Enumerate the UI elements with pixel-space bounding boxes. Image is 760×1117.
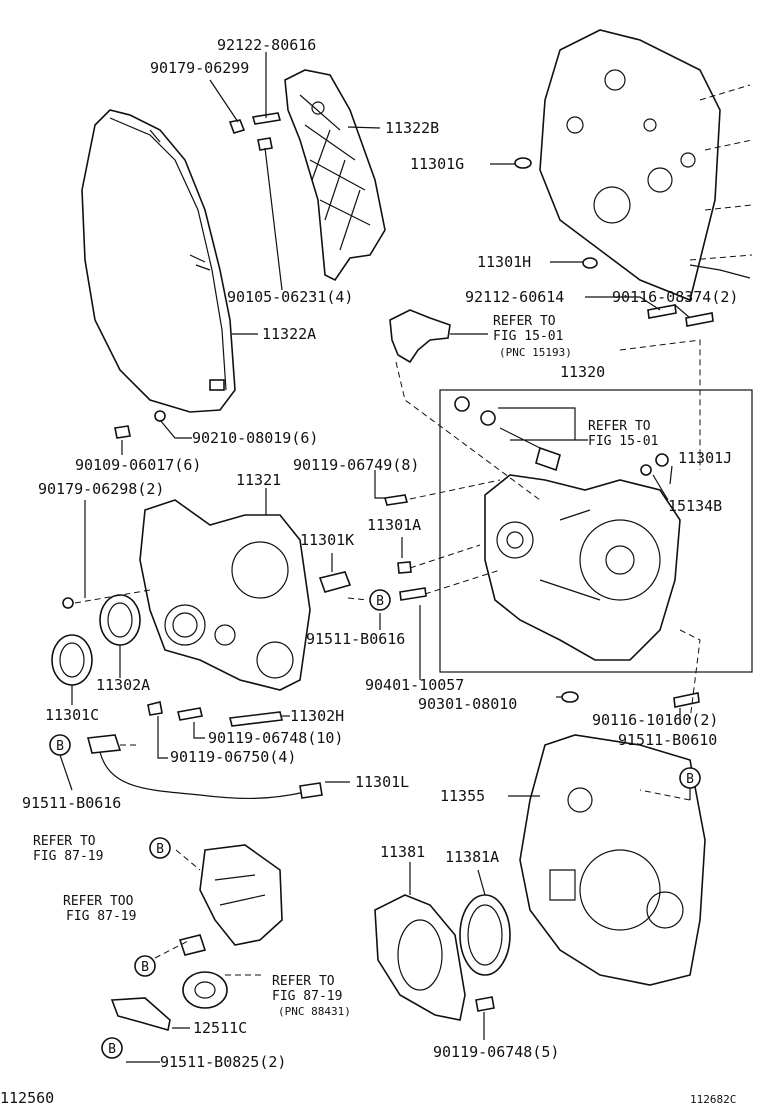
- circle-b-marker: B: [134, 955, 156, 977]
- front-case-11321: [139, 499, 311, 691]
- label-11301A: 11301A: [367, 516, 421, 534]
- svg-text:B: B: [376, 594, 384, 609]
- label-refer-15-01-b-line1: REFER TO: [588, 419, 651, 434]
- label-90105-06231: 90105-06231(4): [227, 288, 353, 306]
- circle-b-marker: B: [369, 589, 391, 611]
- circle-b-marker: B: [49, 734, 71, 756]
- label-refer-15-01-a-line2: FIG 15-01: [493, 329, 563, 344]
- label-refer-15-01-a-line3: (PNC 15193): [499, 346, 572, 359]
- label-91511-B0825: 91511-B0825(2): [160, 1053, 286, 1071]
- label-91511-B0610: 91511-B0610: [618, 731, 717, 749]
- label-11320: 11320: [560, 363, 605, 381]
- label-11302A: 11302A: [96, 676, 150, 694]
- label-refer-87-19-b-line2: FIG 87-19: [66, 909, 136, 924]
- label-11301L: 11301L: [355, 773, 409, 791]
- label-90210-08019: 90210-08019(6): [192, 429, 318, 447]
- label-11321: 11321: [236, 471, 281, 489]
- label-90401-10057: 90401-10057: [365, 676, 464, 694]
- oil-pump-group-11320: [439, 389, 753, 673]
- label-90119-06748-10: 90119-06748(10): [208, 729, 343, 747]
- svg-text:B: B: [686, 772, 694, 787]
- circle-markers: B B B B B B: [49, 589, 701, 1059]
- end-plate-11355: [519, 734, 706, 986]
- label-11301G: 11301G: [410, 155, 464, 173]
- leader-lines: [59, 52, 691, 1063]
- label-11355: 11355: [440, 787, 485, 805]
- label-refer-87-19-c-line3: (PNC 88431): [278, 1005, 351, 1018]
- label-11301C: 11301C: [45, 706, 99, 724]
- label-90119-06748-5: 90119-06748(5): [433, 1043, 559, 1061]
- label-refer-87-19-c-line2: FIG 87-19: [272, 989, 342, 1004]
- label-90179-06298: 90179-06298(2): [38, 480, 164, 498]
- engine-block-drawing: [539, 29, 753, 302]
- circle-b-marker: B: [101, 1037, 123, 1059]
- circle-b-marker: B: [679, 767, 701, 789]
- svg-text:B: B: [108, 1042, 116, 1057]
- label-12511C: 12511C: [193, 1019, 247, 1037]
- label-11301H: 11301H: [477, 253, 531, 271]
- label-refer-87-19-a-line1: REFER TO: [33, 834, 96, 849]
- label-90109-06017: 90109-06017(6): [75, 456, 201, 474]
- part-labels: 92122-80616 90179-06299 11322B 11301G 11…: [0, 36, 738, 1107]
- svg-text:B: B: [141, 960, 149, 975]
- cover-plate-11322B: [284, 69, 386, 282]
- label-90301-08010: 90301-08010: [418, 695, 517, 713]
- bolts-middle: [62, 157, 714, 727]
- oil-seal-retainer-11381: [374, 894, 511, 1021]
- figure-id: 112560: [0, 1089, 54, 1107]
- timing-belt-cover-11322A: [81, 109, 236, 413]
- label-90119-06750: 90119-06750(4): [170, 748, 296, 766]
- label-90116-08374: 90116-08374(2): [612, 288, 738, 306]
- oil-seals: [51, 594, 141, 686]
- label-refer-15-01-a-line1: REFER TO: [493, 314, 556, 329]
- label-90116-10160: 90116-10160(2): [592, 711, 718, 729]
- label-11322B: 11322B: [385, 119, 439, 137]
- label-91511-B0616-b: 91511-B0616: [22, 794, 121, 812]
- svg-text:B: B: [156, 842, 164, 857]
- label-refer-87-19-b-line1: REFER TOO: [63, 894, 134, 909]
- label-11301K: 11301K: [300, 531, 354, 549]
- gasket-refer-15-01: [389, 309, 451, 364]
- label-15134B: 15134B: [668, 497, 722, 515]
- label-11301J: 11301J: [678, 449, 732, 467]
- circle-b-marker: B: [149, 837, 171, 859]
- label-92112-60614: 92112-60614: [465, 288, 564, 306]
- label-90179-06299: 90179-06299: [150, 59, 249, 77]
- svg-text:B: B: [56, 739, 64, 754]
- tensioner-assembly: [110, 844, 283, 1032]
- label-refer-87-19-c-line1: REFER TO: [272, 974, 335, 989]
- bolts-top-left: [228, 112, 282, 151]
- label-refer-87-19-a-line2: FIG 87-19: [33, 849, 103, 864]
- assembly-dashed-lines: [74, 339, 701, 976]
- drawing-code: 112682C: [690, 1093, 736, 1106]
- label-91511-B0616-a: 91511-B0616: [306, 630, 405, 648]
- label-11381A: 11381A: [445, 848, 499, 866]
- label-11322A: 11322A: [262, 325, 316, 343]
- sensor-wire-11301L: [86, 734, 323, 800]
- label-refer-15-01-b-line2: FIG 15-01: [588, 434, 658, 449]
- label-90119-06749: 90119-06749(8): [293, 456, 419, 474]
- label-11381: 11381: [380, 843, 425, 861]
- label-92122-80616: 92122-80616: [217, 36, 316, 54]
- label-11302H: 11302H: [290, 707, 344, 725]
